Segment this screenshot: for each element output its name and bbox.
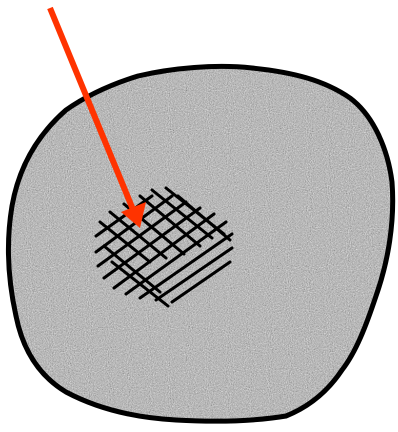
diagram: [0, 0, 398, 432]
diagram-canvas: [0, 0, 398, 432]
